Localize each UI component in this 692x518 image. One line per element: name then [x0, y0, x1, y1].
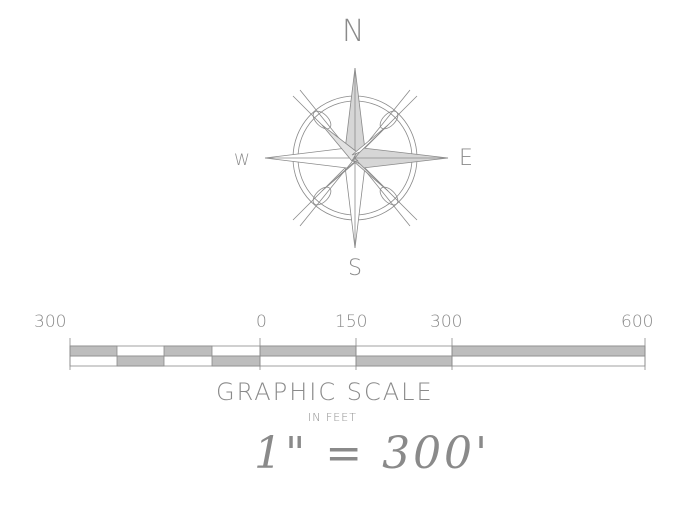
scale-tick-label-300: 300: [430, 312, 463, 332]
compass-rose: [264, 67, 449, 249]
compass-west-label: W: [234, 150, 250, 169]
graphic-scale-bar: [69, 338, 646, 370]
compass-north-label: N: [342, 14, 365, 49]
compass-secondary-star: [321, 124, 389, 192]
compass-south-label: S: [348, 256, 362, 281]
scale-bar-left-blocks: [69, 345, 261, 367]
scale-tick-label-300-left: 300: [34, 312, 67, 332]
scale-bar-ticks: [69, 338, 646, 370]
compass-petals: [312, 110, 399, 206]
scale-tick-label-150: 150: [335, 312, 368, 332]
graphic-scale-title: GRAPHIC SCALE: [216, 378, 434, 406]
graphic-scale-unit: IN FEET: [308, 411, 357, 424]
compass-east-label: E: [459, 146, 473, 171]
scale-tick-label-0: 0: [256, 312, 267, 332]
graphic-scale-ratio: 1" = 300': [254, 428, 491, 479]
scale-tick-label-600: 600: [621, 312, 654, 332]
compass-cardinal-star: [264, 67, 449, 249]
